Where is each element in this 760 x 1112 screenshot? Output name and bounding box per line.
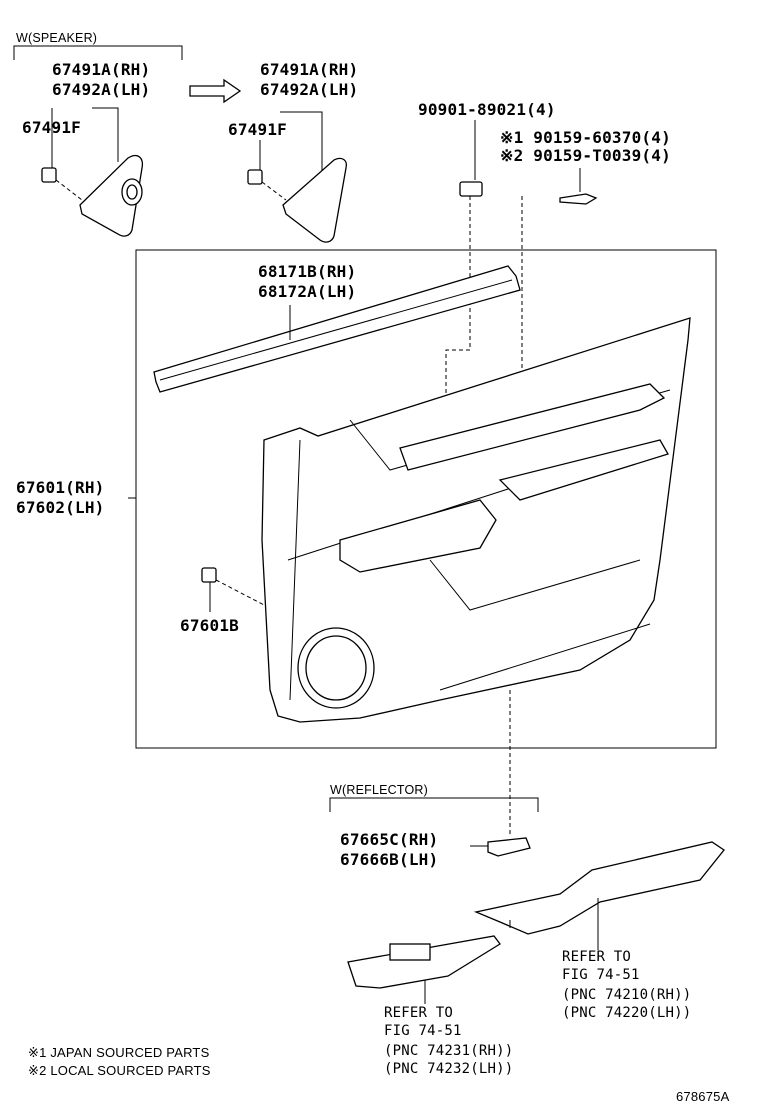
part-number-weatherstrip-lh: 68172A(LH): [258, 282, 357, 301]
reflector-group-bracket: [329, 797, 539, 812]
weatherstrip: [153, 265, 521, 393]
switch-base-ref-line-2: FIG 74-51: [384, 1023, 462, 1039]
part-number-bolt-2: ※2 90159-T0039(4): [500, 146, 671, 165]
part-number-screw: 90901-89021(4): [418, 100, 556, 119]
part-number-reflector-rh: 67665C(RH): [340, 830, 439, 849]
switch-base-ref-line-4: (PNC 74232(LH)): [384, 1061, 514, 1077]
armrest-ref-line-1: REFER TO: [562, 949, 632, 965]
speaker-cover-right: [282, 157, 348, 243]
part-number-clip-left: 67491F: [22, 118, 81, 137]
door-trim-panel: [261, 317, 691, 723]
part-number-clip-right: 67491F: [228, 120, 287, 139]
part-number-panel-clip: 67601B: [180, 616, 239, 635]
part-number-reflector-lh: 67666B(LH): [340, 850, 439, 869]
armrest-ref-line-4: (PNC 74220(LH)): [562, 1005, 692, 1021]
speaker-cover-left: [79, 154, 144, 237]
leader-line: [92, 107, 119, 162]
clip-right: [247, 169, 287, 201]
footnote-local-sourced: ※2 LOCAL SOURCED PARTS: [28, 1063, 211, 1078]
panel-clip: [201, 567, 267, 612]
part-number-panel-lh: 67602(LH): [16, 498, 105, 517]
part-number-speaker-rh-left: 67491A(RH): [52, 60, 151, 79]
armrest-ref-line-3: (PNC 74210(RH)): [562, 987, 692, 1003]
clip-left: [41, 167, 83, 201]
speaker-group-label: W(SPEAKER): [16, 31, 98, 45]
reflector: [470, 837, 531, 857]
door-panel-frame: [135, 249, 717, 749]
switch-base-ref-line-3: (PNC 74231(RH)): [384, 1043, 514, 1059]
part-number-speaker-lh-right: 67492A(LH): [260, 80, 359, 99]
switch-base-ref-line-1: REFER TO: [384, 1005, 454, 1021]
leader-line: [280, 111, 323, 172]
armrest: [473, 841, 725, 950]
figure-id: 678675A: [676, 1089, 730, 1104]
reflector-group-label: W(REFLECTOR): [330, 783, 428, 797]
part-number-speaker-rh-right: 67491A(RH): [260, 60, 359, 79]
part-number-weatherstrip-rh: 68171B(RH): [258, 262, 357, 281]
bolt: [521, 168, 598, 470]
part-number-bolt-1: ※1 90159-60370(4): [500, 128, 671, 147]
speaker-group-bracket: [13, 45, 183, 60]
part-number-speaker-lh-left: 67492A(LH): [52, 80, 151, 99]
part-number-panel-rh: 67601(RH): [16, 478, 105, 497]
armrest-ref-line-2: FIG 74-51: [562, 967, 640, 983]
switch-base: [347, 935, 501, 1004]
arrow-icon: [189, 78, 242, 104]
footnote-japan-sourced: ※1 JAPAN SOURCED PARTS: [28, 1045, 210, 1060]
